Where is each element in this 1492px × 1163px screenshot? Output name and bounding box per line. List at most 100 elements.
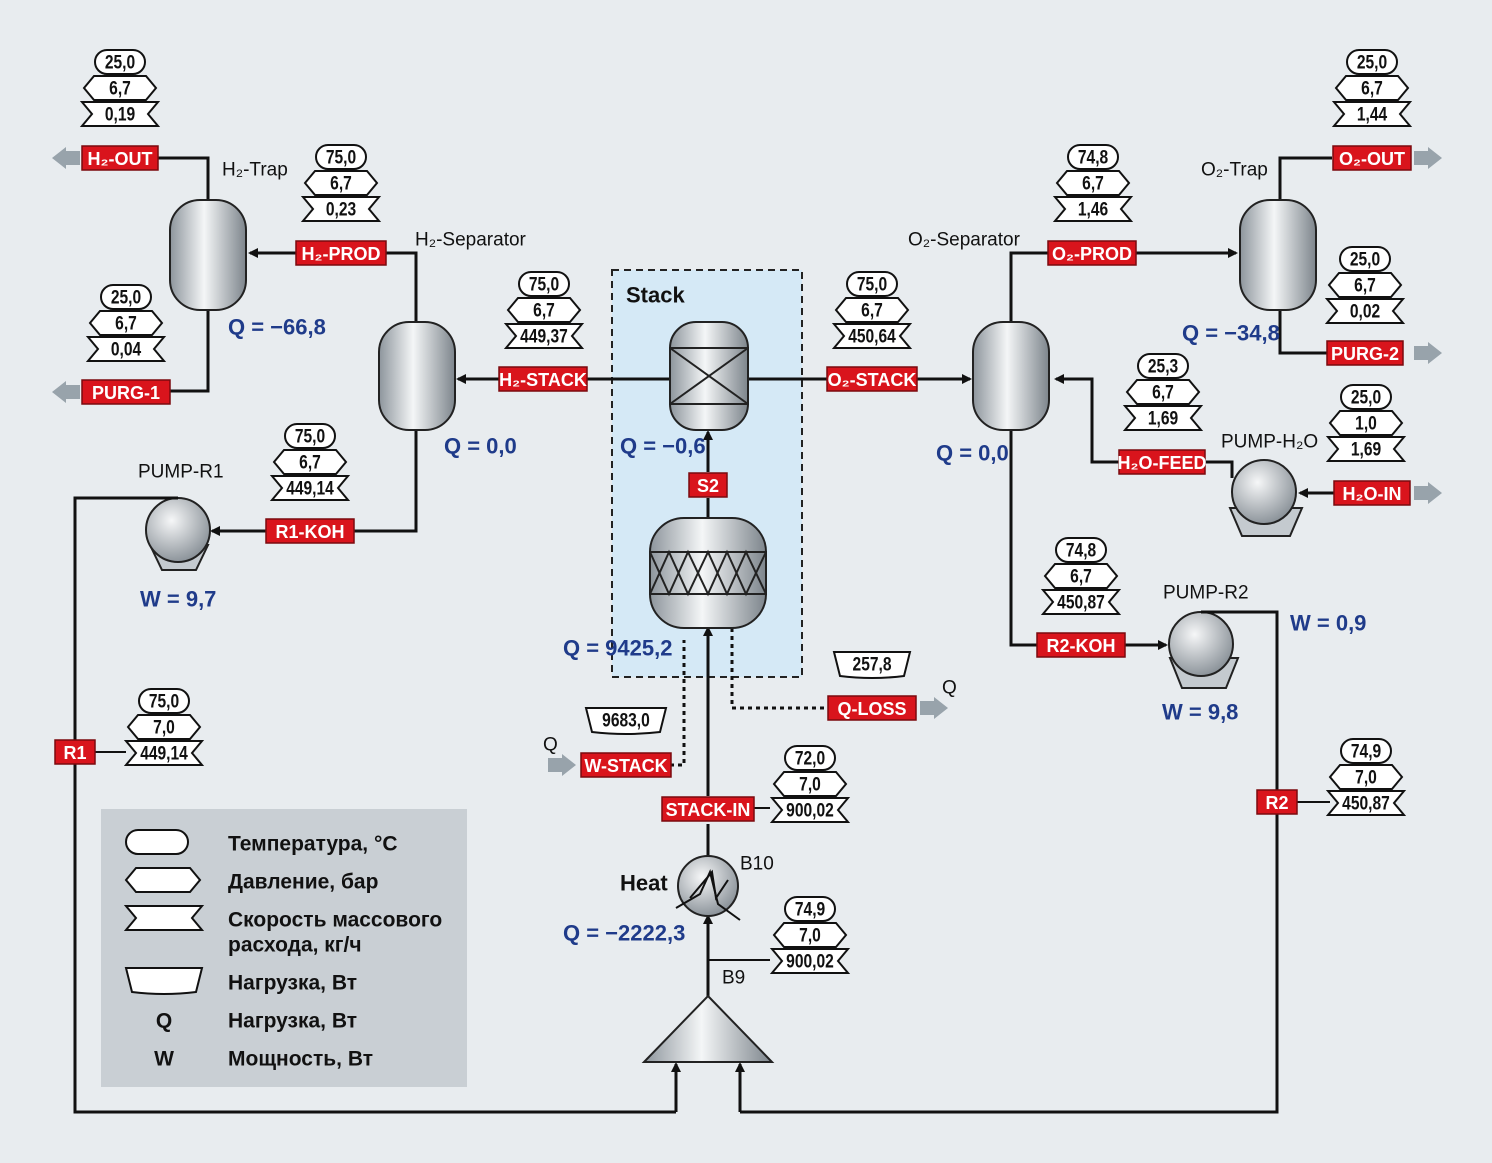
pressure-box [1043, 563, 1119, 589]
temperature-box [315, 144, 367, 170]
stream-tag-label: H₂-STACK [499, 370, 587, 390]
temperature-value: 25,0 [1350, 248, 1380, 270]
temperature-value: 74,8 [1066, 539, 1097, 561]
stream-tag-box [826, 366, 918, 392]
mass-flow-box [79, 101, 161, 127]
unit-label-b10: B10 [740, 854, 774, 875]
stream-tag-label: W-STACK [584, 756, 667, 776]
line-q-loss-signal [730, 628, 828, 710]
temperature-box [100, 284, 152, 310]
temperature-value: 25,0 [111, 286, 141, 308]
unit-label-pump-h2o: PUMP-H₂O [1221, 432, 1318, 453]
stream-tag-box [81, 145, 159, 171]
stream-tag-label: PURG-2 [1331, 344, 1399, 364]
duty-value: 9683,0 [602, 709, 650, 731]
stream-data-h2o-feed: 25,36,71,69 [1122, 353, 1204, 431]
duty-data-w-stack: 9683,0 [584, 707, 668, 735]
h2-trap-vessel [169, 199, 247, 311]
stream-tag-label: H₂-PROD [302, 244, 381, 264]
mass-flow-value: 450,64 [848, 325, 896, 347]
temperature-box [784, 896, 836, 922]
temperature-box [1340, 738, 1392, 764]
pressure-value: 7,0 [153, 716, 175, 738]
pressure-box [506, 297, 582, 323]
stream-tag-label: R1-KOH [275, 522, 344, 542]
mass-flow-value: 1,44 [1357, 103, 1388, 125]
legend-label-3: расхода, кг/ч [228, 934, 362, 957]
stream-tag-o2-out: O₂-OUT [1332, 145, 1412, 171]
pressure-value: 6,7 [1070, 565, 1092, 587]
duty-o2-trap: Q = −34,8 [1182, 321, 1280, 346]
stream-tag-h2o-feed: H₂O-FEED [1118, 449, 1207, 475]
stream-tag-box [1118, 449, 1206, 475]
duty-reactor: Q = 9425,2 [563, 636, 672, 661]
unit-label-h2-separator: H₂-Separator [415, 230, 527, 251]
line-h2o-feed-b [1054, 374, 1120, 464]
stream-data-h2-prod: 75,06,70,23 [300, 144, 382, 222]
stream-tag-h2-prod: H₂-PROD [295, 240, 387, 266]
mass-flow-value: 900,02 [786, 950, 834, 972]
line-r2-koh-a [1009, 430, 1038, 647]
duty-pump-r1: W = 9,7 [140, 587, 216, 612]
duty-data-q-loss: 257,8 [832, 651, 912, 679]
stream-tag-label: Q-LOSS [837, 699, 906, 719]
line-h2-out [158, 156, 210, 200]
stream-tag-label: H₂O-FEED [1118, 453, 1207, 473]
pressure-box [1328, 764, 1404, 790]
stream-tag-label: STACK-IN [666, 800, 751, 820]
temperature-box [846, 271, 898, 297]
duty-h2-trap: Q = −66,8 [228, 315, 326, 340]
pressure-value: 6,7 [299, 451, 321, 473]
stream-tag-s2: S2 [688, 472, 728, 498]
stream-tag-o2-prod: O₂-PROD [1047, 240, 1137, 266]
stack-electrolyzer [669, 321, 749, 431]
pressure-box [834, 297, 910, 323]
stream-data-h2-out: 25,06,70,19 [79, 49, 161, 127]
stream-tag-box [661, 796, 755, 822]
stream-data-o2-out: 25,06,71,44 [1331, 49, 1413, 127]
temperature-value: 74,9 [1351, 740, 1382, 762]
pressure-value: 6,7 [533, 299, 555, 321]
temperature-box [1067, 144, 1119, 170]
stream-data-h2o-in: 25,01,01,69 [1325, 384, 1407, 462]
unit-label-h2-trap: H₂-Trap [222, 160, 288, 181]
stream-tag-box [498, 366, 588, 392]
mass-flow-box [1331, 101, 1413, 127]
legend-symbols [123, 829, 205, 995]
stream-tag-box [1332, 145, 1412, 171]
stream-tag-label: R1 [63, 743, 86, 763]
pressure-value: 6,7 [861, 299, 883, 321]
mass-flow-value: 449,14 [286, 477, 334, 499]
line-h2o-feed-a [1205, 460, 1234, 478]
stream-tag-label: R2 [1265, 793, 1288, 813]
pressure-box [88, 310, 164, 336]
mass-flow-value: 450,87 [1057, 591, 1105, 613]
pressure-box [1125, 379, 1201, 405]
stream-tag-r1-koh: R1-KOH [265, 518, 355, 544]
pressure-box [1327, 272, 1403, 298]
stream-tag-purg-2: PURG-2 [1326, 340, 1404, 366]
temperature-value: 75,0 [326, 146, 356, 168]
line-h2-prod-a [386, 251, 418, 322]
stream-tag-r2: R2 [1256, 789, 1298, 815]
h2-separator-vessel [378, 321, 456, 431]
temperature-box [1339, 246, 1391, 272]
pump-r1 [145, 496, 211, 571]
temperature-value: 75,0 [295, 425, 325, 447]
pressure-box [772, 771, 848, 797]
mass-flow-value: 0,02 [1350, 300, 1380, 322]
legend-label-6: Мощность, Вт [228, 1048, 373, 1071]
temperature-value: 25,0 [1351, 386, 1381, 408]
boundary-arrows [52, 147, 1442, 776]
heater-b10 [675, 855, 741, 921]
duty-h2-separator: Q = 0,0 [444, 434, 517, 459]
mass-flow-box [769, 797, 851, 823]
pressure-value: 7,0 [799, 924, 821, 946]
pressure-value: 6,7 [109, 77, 131, 99]
legend-duty-symbol [124, 967, 204, 995]
line-o2-prod-a [1009, 251, 1048, 322]
pressure-value: 6,7 [1082, 172, 1104, 194]
duty-box [832, 651, 912, 679]
